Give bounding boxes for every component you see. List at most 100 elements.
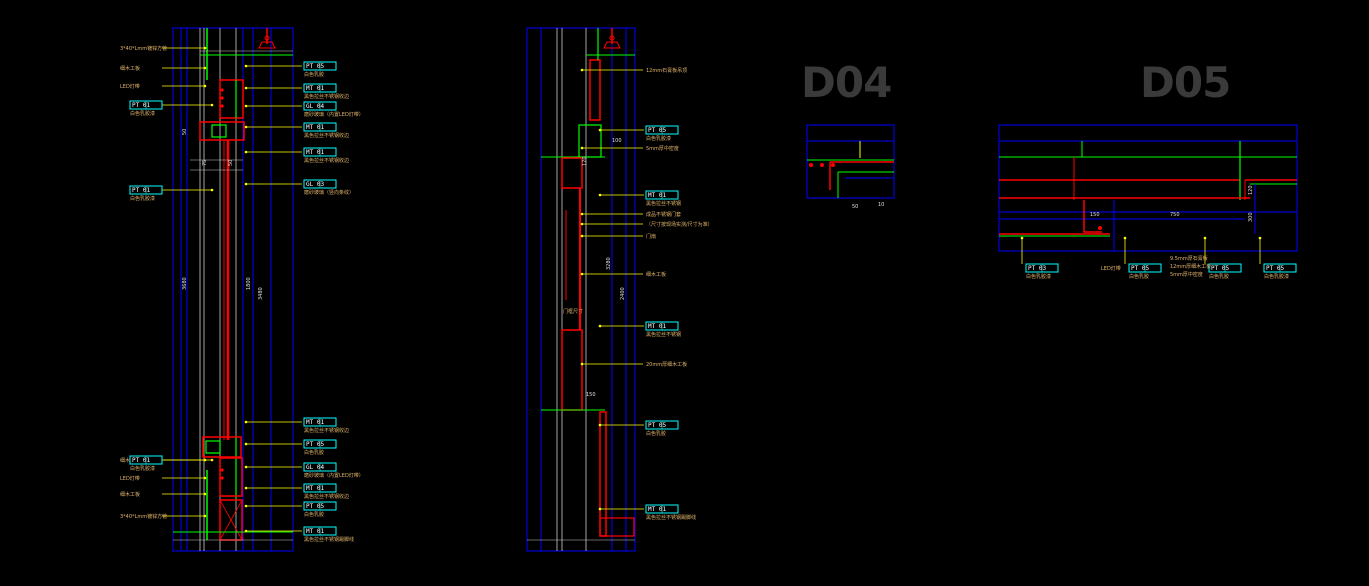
leader-dot — [580, 234, 584, 238]
material-tag-code: MT 01 — [306, 419, 324, 426]
material-tag-code: MT 01 — [306, 485, 324, 492]
middle-section-leaders — [580, 68, 644, 511]
material-tag-code: PT 01 — [132, 457, 150, 464]
material-tag-description: 黑色拉丝不锈钢收边 — [304, 427, 349, 434]
left-note: LED灯带 — [120, 83, 140, 90]
material-tag-code: MT 01 — [306, 124, 324, 131]
left-dimension: 3680 — [182, 277, 188, 290]
material-tag-code: PT 05 — [1131, 265, 1149, 272]
material-tag-description: 白色乳胶漆 — [1264, 273, 1289, 280]
d04-detail — [806, 124, 895, 199]
leader-dot — [244, 504, 248, 508]
material-tag-code: PT 05 — [306, 63, 324, 70]
leader-dot — [598, 423, 602, 427]
leader-dot — [244, 465, 248, 469]
material-tag-description: 磨砂玻璃（内置LED灯带） — [304, 472, 364, 479]
leader-dot — [580, 222, 584, 226]
leader-dot — [244, 529, 248, 533]
material-tag-code: PT 03 — [1028, 265, 1046, 272]
material-tag-description: 白色乳胶漆 — [646, 135, 671, 142]
d05-dimension: 120 — [1248, 185, 1254, 195]
material-tag-code: MT 01 — [306, 85, 324, 92]
leader-dot — [203, 514, 207, 518]
material-tag-code: MT 01 — [648, 192, 666, 199]
d05-note: LED灯带 — [1101, 265, 1121, 272]
material-tag-description: 黑色拉丝不锈钢收边 — [304, 493, 349, 500]
material-tag-description: 黑色拉丝不锈钢踢脚线 — [646, 514, 696, 521]
middle-note: 门扇 — [646, 233, 656, 240]
material-tag-description: 黑色拉丝不锈钢 — [646, 200, 681, 207]
middle-note: 门框尺寸 — [563, 308, 583, 315]
middle-dimension: 3280 — [606, 257, 612, 270]
leader-dot — [244, 182, 248, 186]
leader-dot — [203, 476, 207, 480]
leader-dot — [1203, 236, 1207, 240]
material-tag-description: 白色乳胶 — [304, 511, 324, 518]
middle-note: 5mm厚中密度 — [646, 145, 679, 152]
material-tag-description: 白色乳胶漆 — [130, 195, 155, 202]
leader-dot — [244, 486, 248, 490]
material-tag-code: MT 01 — [648, 506, 666, 513]
left-note: LED灯带 — [120, 475, 140, 482]
left-note: 细木工板 — [120, 491, 140, 498]
left-dimension: 75 — [202, 160, 208, 166]
d05-dimension: 150 — [1090, 212, 1100, 218]
material-tag-code: GL 04 — [306, 464, 324, 471]
material-tag-description: 白色乳胶 — [1209, 273, 1229, 280]
leader-dot — [580, 362, 584, 366]
left-section-frame — [172, 27, 294, 552]
title-d04: D04 — [801, 58, 892, 107]
material-tag-code: PT 05 — [306, 441, 324, 448]
material-tag-description: 黑色拉丝不锈钢 — [646, 331, 681, 338]
material-tag-code: PT 05 — [648, 127, 666, 134]
leader-dot — [598, 507, 602, 511]
d05-note: 12mm厚细木工板 — [1170, 263, 1211, 270]
material-tag-description: 白色乳胶漆 — [1026, 273, 1051, 280]
leader-dot — [203, 492, 207, 496]
left-section-labels: 3*40*Lmm镀锌方管细木工板LED灯带细木工板LED灯带细木工板3*40*L… — [120, 45, 364, 543]
material-tag-code: MT 01 — [306, 149, 324, 156]
middle-dimension: 120 — [582, 156, 588, 166]
material-tag-description: 白色乳胶漆 — [130, 465, 155, 472]
middle-dimension: 2400 — [620, 287, 626, 300]
material-tag-code: GL 03 — [306, 181, 324, 188]
material-tag-description: 黑色拉丝不锈钢收边 — [304, 157, 349, 164]
left-note: 细木工板 — [120, 65, 140, 72]
title-d05: D05 — [1140, 58, 1231, 107]
leader-dot — [598, 193, 602, 197]
middle-note: 细木工板 — [646, 271, 666, 278]
material-tag-code: PT 05 — [1211, 265, 1229, 272]
d04-dimension: 10 — [878, 202, 884, 208]
material-tag-description: 白色乳胶 — [1129, 273, 1149, 280]
d04-dimension: 50 — [852, 204, 858, 210]
left-note: 3*40*Lmm镀锌方管 — [120, 513, 167, 520]
leader-dot — [580, 272, 584, 276]
material-tag-description: 磨砂玻璃（竖向条纹） — [304, 189, 354, 196]
middle-note: 20mm厚细木工板 — [646, 361, 687, 368]
leader-dot — [203, 66, 207, 70]
d05-note: 9.5mm厚石膏板 — [1170, 255, 1208, 262]
d05-dimension: 300 — [1248, 212, 1254, 222]
leader-dot — [1020, 236, 1024, 240]
d04-labels: 50 10 — [852, 202, 884, 210]
left-dimension: 50 — [182, 129, 188, 135]
material-tag-description: 白色乳胶 — [646, 430, 666, 437]
middle-note: 12mm石膏板吊顶 — [646, 67, 687, 74]
